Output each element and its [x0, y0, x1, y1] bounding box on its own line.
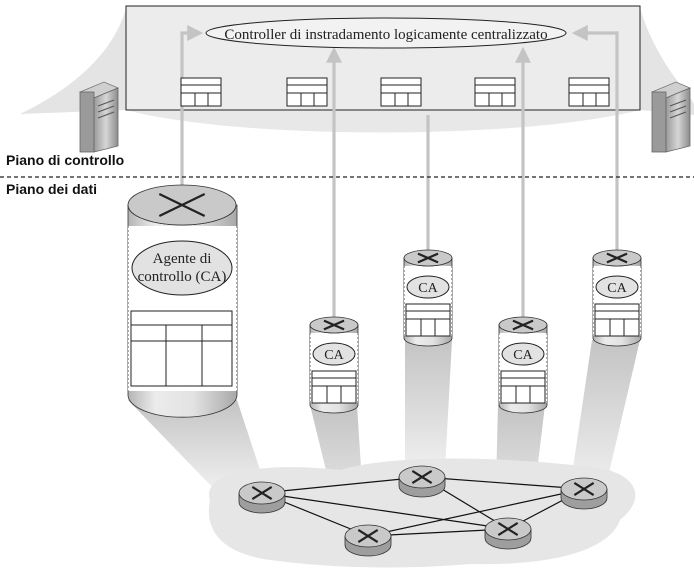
control-plane-label: Piano di controllo: [6, 152, 124, 168]
network-routers: [238, 465, 608, 557]
router-top-icon: [309, 316, 359, 334]
controller-tables: [180, 77, 610, 107]
router-top-icon: [592, 249, 642, 267]
ca-label: CA: [607, 281, 627, 296]
ca-ellipse: [501, 342, 545, 366]
sdn-router: CA: [592, 249, 642, 347]
forwarding-table-icon: [130, 310, 233, 387]
sdn-router: CA: [498, 316, 548, 414]
ca-label: CA: [513, 348, 533, 363]
router-icon: [484, 517, 532, 550]
network-link: [367, 488, 585, 537]
router-top-icon: [403, 249, 453, 267]
router-icon: [398, 465, 446, 498]
controller-table-icon: [180, 77, 222, 107]
sdn-router: CA: [309, 316, 359, 414]
server-icon-left: [78, 81, 120, 153]
sdn-router: CA: [403, 249, 453, 347]
network-link: [421, 476, 585, 490]
router-icon: [238, 481, 286, 514]
ca-ellipse: [406, 275, 450, 299]
control-arrow: [571, 25, 619, 255]
forwarding-table-icon: [405, 303, 451, 337]
controller-table-icon: [474, 77, 516, 107]
big-router-top-icon: [127, 184, 237, 226]
beam: [570, 340, 640, 490]
beam: [128, 400, 265, 490]
network-link: [261, 476, 423, 494]
router-icon: [560, 477, 608, 510]
small-routers: CA CA CA CA: [309, 249, 642, 414]
ca-ellipse: [595, 275, 639, 299]
wing-bottom: [126, 110, 640, 133]
data-plane-label: Piano dei dati: [6, 181, 97, 197]
controller-table-icon: [380, 77, 422, 107]
controller-table-icon: [286, 77, 328, 107]
control-arrow: [180, 25, 204, 200]
server-icon-right: [650, 81, 692, 153]
router-icon: [344, 524, 392, 557]
ca-label: CA: [324, 348, 344, 363]
ca-ellipse: [312, 342, 356, 366]
beam: [405, 340, 452, 470]
router-top-icon: [498, 316, 548, 334]
controller-ellipse: [205, 17, 567, 49]
control-arrows: [180, 25, 619, 322]
controller-label: Controller di instradamento logicamente …: [224, 27, 547, 43]
big-router: [127, 184, 238, 418]
ca-label: CA: [418, 281, 438, 296]
forwarding-table-icon: [500, 370, 546, 404]
agent-ellipse: [131, 240, 233, 296]
forwarding-table-icon: [311, 370, 357, 404]
controller-table-icon: [568, 77, 610, 107]
forwarding-table-icon: [594, 303, 640, 337]
network-link: [261, 492, 509, 530]
